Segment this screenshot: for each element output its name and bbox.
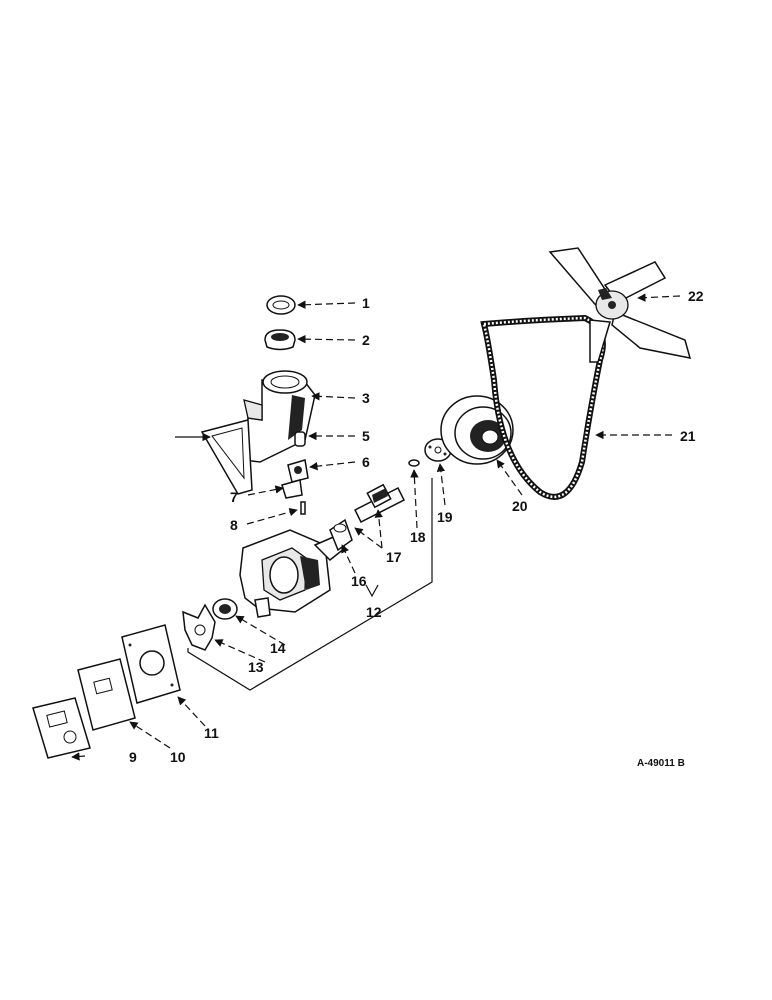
part-8-pin <box>300 501 306 515</box>
callout-20: 20 <box>512 498 528 514</box>
callout-2: 2 <box>362 332 370 348</box>
part-14-seal <box>212 598 238 620</box>
part-9-gasket <box>32 697 91 759</box>
callout-17: 17 <box>386 549 402 565</box>
leader-lines <box>71 293 681 761</box>
part-12-pump-body <box>239 529 346 618</box>
part-7-elbow <box>281 479 303 499</box>
part-2-seal <box>264 329 296 351</box>
part-18-key <box>408 459 420 467</box>
callout-14: 14 <box>270 640 286 656</box>
callout-12: 12 <box>366 604 382 620</box>
part-10-plate <box>77 658 136 731</box>
part-16-bearing <box>329 518 353 552</box>
callout-16: 16 <box>351 573 367 589</box>
bracket-part <box>200 419 253 495</box>
part-22-fan <box>548 247 692 363</box>
part-13-impeller <box>182 603 216 651</box>
callout-21: 21 <box>680 428 696 444</box>
callout-10: 10 <box>170 749 186 765</box>
callout-3: 3 <box>362 390 370 406</box>
callout-1: 1 <box>362 295 370 311</box>
part-17-shaft <box>353 483 406 524</box>
callout-8: 8 <box>230 517 238 533</box>
part-21-belt <box>480 314 606 500</box>
part-6-fitting <box>287 459 309 483</box>
callout-5: 5 <box>362 428 370 444</box>
callout-13: 13 <box>248 659 264 675</box>
callout-labels: 1 2 3 5 6 7 8 9 10 11 12 13 14 16 17 18 … <box>129 288 704 765</box>
callout-7: 7 <box>230 489 238 505</box>
callout-18: 18 <box>410 529 426 545</box>
part-20-pulley <box>440 395 514 465</box>
callout-11: 11 <box>204 725 219 741</box>
part-5-bushing <box>294 431 306 447</box>
part-1-ring <box>266 295 296 315</box>
drawing-code: A-49011 B <box>637 758 685 769</box>
callout-9: 9 <box>129 749 137 765</box>
callout-22: 22 <box>688 288 704 304</box>
part-11-gasket <box>121 624 181 704</box>
callout-19: 19 <box>437 509 453 525</box>
callout-6: 6 <box>362 454 370 470</box>
group-12-bracket <box>187 478 433 691</box>
part-3-housing <box>243 370 316 463</box>
